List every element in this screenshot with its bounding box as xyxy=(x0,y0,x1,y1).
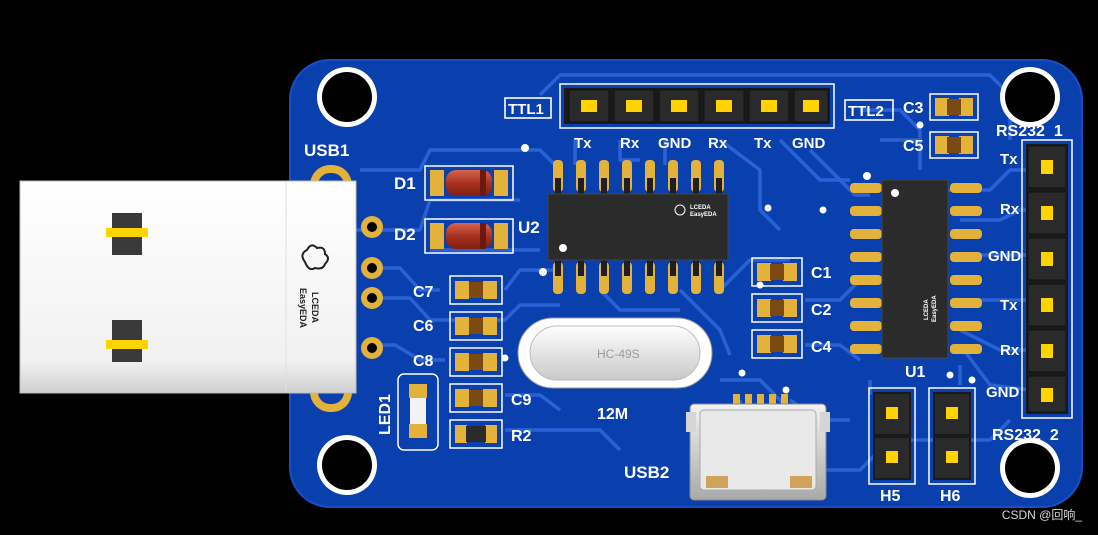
u1-label: U1 xyxy=(905,364,926,381)
jumper-h6 xyxy=(928,387,976,485)
ttl-pin-label: Rx xyxy=(708,135,728,152)
ttl-pin-label: GND xyxy=(658,135,692,152)
cap-c2 xyxy=(751,293,803,323)
usb1-logo-line1: LCEDA xyxy=(310,292,320,323)
c1-label: C1 xyxy=(811,265,832,282)
d1-label: D1 xyxy=(394,174,416,193)
rs232-pin-label: Rx xyxy=(1000,342,1020,359)
usb1-logo-line2: EasyEDA xyxy=(298,288,308,329)
c8-label: C8 xyxy=(413,353,434,370)
u1-logo-line1: LCEDA xyxy=(924,299,930,320)
rs232-pin-label: Rx xyxy=(1000,201,1020,218)
cap-c5 xyxy=(929,131,979,159)
ic-u1 xyxy=(850,179,982,359)
ic-u2 xyxy=(547,160,729,294)
mounting-holes xyxy=(317,67,1060,498)
c3-label: C3 xyxy=(903,100,924,117)
rs232-pin-label: GND xyxy=(986,384,1020,401)
ttl-pin-label: GND xyxy=(792,135,826,152)
crystal-model-label: HC-49S xyxy=(597,347,640,361)
ttl1-label: TTL1 xyxy=(508,101,544,118)
rs232-header xyxy=(1021,139,1073,419)
cap-c8 xyxy=(449,347,503,377)
led-led1 xyxy=(397,373,439,451)
watermark: CSDN @回响_ xyxy=(1001,508,1082,522)
led1-label: LED1 xyxy=(377,394,394,435)
ttl2-label: TTL2 xyxy=(848,103,884,120)
c4-label: C4 xyxy=(811,339,832,356)
diode-d1 xyxy=(424,165,514,201)
ttl2-label-box xyxy=(844,99,894,121)
cap-c1 xyxy=(751,257,803,287)
diode-d2 xyxy=(424,218,514,254)
rs232-pin-label: Tx xyxy=(1000,297,1018,314)
u2-logo-line1: LCEDA xyxy=(690,205,711,211)
ttl-pin-labels: Tx Rx GND Rx Tx GND xyxy=(574,135,826,152)
cap-c4 xyxy=(751,329,803,359)
cap-c6 xyxy=(449,311,503,341)
easyeda-logo-icon xyxy=(301,244,329,271)
ttl-pin-label: Tx xyxy=(574,135,592,152)
r2-label: R2 xyxy=(511,428,532,445)
rs232-2-label: RS232 2 xyxy=(992,427,1059,444)
ttl-pin-label: Rx xyxy=(620,135,640,152)
c7-label: C7 xyxy=(413,284,434,301)
cap-c7 xyxy=(449,275,503,305)
h5-label: H5 xyxy=(880,488,901,505)
rs232-pin-labels: Tx Rx GND Tx Rx GND xyxy=(986,151,1022,401)
rs232-1-label: RS232 1 xyxy=(996,123,1063,140)
c5-label: C5 xyxy=(903,138,924,155)
ttl-header xyxy=(559,83,835,129)
c9-label: C9 xyxy=(511,392,532,409)
resistor-r2 xyxy=(449,419,503,449)
ttl-pin-label: Tx xyxy=(754,135,772,152)
cap-c3 xyxy=(929,93,979,121)
h6-label: H6 xyxy=(940,488,961,505)
d2-label: D2 xyxy=(394,225,416,244)
cap-c9 xyxy=(449,383,503,413)
crystal-freq-label: 12M xyxy=(597,406,628,423)
crystal-12m xyxy=(517,317,713,389)
u1-logo-line2: EasyEDA xyxy=(932,295,938,322)
u2-logo-line2: EasyEDA xyxy=(690,212,717,218)
jumper-h5 xyxy=(868,387,916,485)
usb2-label: USB2 xyxy=(624,463,669,482)
usb-micro-connector xyxy=(686,394,830,501)
c2-label: C2 xyxy=(811,302,832,319)
usb-a-connector xyxy=(19,180,357,394)
rs232-pin-label: Tx xyxy=(1000,151,1018,168)
c6-label: C6 xyxy=(413,318,434,335)
rs232-pin-label: GND xyxy=(988,248,1022,265)
usb1-label: USB1 xyxy=(304,141,349,160)
ttl1-label-box xyxy=(504,97,552,119)
u2-label: U2 xyxy=(518,218,540,237)
vias xyxy=(501,121,976,394)
